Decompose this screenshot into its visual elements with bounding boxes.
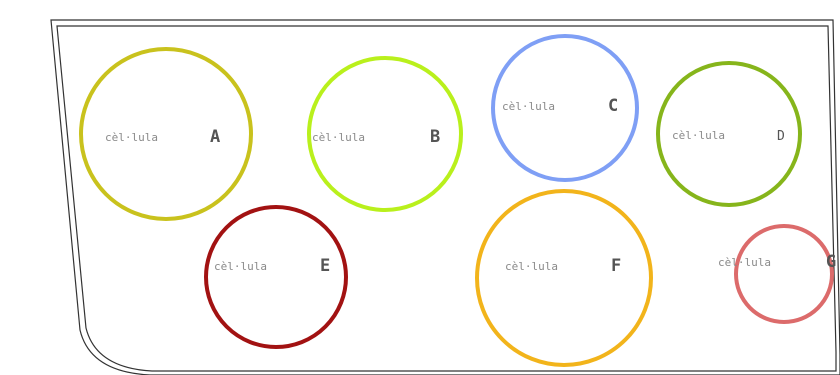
cell-a: cèl·lula A [79, 47, 253, 221]
cell-e-letter: E [320, 256, 330, 276]
cell-f: cèl·lula F [475, 189, 653, 367]
cell-a-circle [79, 47, 253, 221]
cell-f-letter: F [611, 256, 621, 276]
cell-b-label: cèl·lula [312, 131, 365, 144]
cell-b-circle [307, 56, 463, 212]
cell-g-circle [734, 224, 834, 324]
cell-g: cèl·lula G [718, 224, 836, 324]
cell-c-circle [491, 34, 639, 182]
cell-d: cèl·lula D [656, 61, 802, 207]
cell-g-letter: G [826, 252, 836, 272]
container-outline-inner [56, 25, 837, 372]
cell-b: cèl·lula B [307, 56, 463, 212]
cell-a-label: cèl·lula [105, 131, 158, 144]
cell-d-letter: D [777, 129, 785, 144]
cell-f-label: cèl·lula [505, 260, 558, 273]
cell-g-label: cèl·lula [718, 256, 771, 269]
cell-d-label: cèl·lula [672, 129, 725, 142]
cell-e: cèl·lula E [204, 205, 348, 349]
cell-f-circle [475, 189, 653, 367]
cell-c-label: cèl·lula [502, 100, 555, 113]
cell-b-letter: B [430, 127, 440, 147]
cell-a-letter: A [210, 127, 220, 147]
cell-e-label: cèl·lula [214, 260, 267, 273]
container-outline-outer [50, 19, 840, 375]
cell-e-circle [204, 205, 348, 349]
cell-c-letter: C [608, 96, 618, 116]
cell-c: cèl·lula C [491, 34, 639, 182]
cell-d-circle [656, 61, 802, 207]
